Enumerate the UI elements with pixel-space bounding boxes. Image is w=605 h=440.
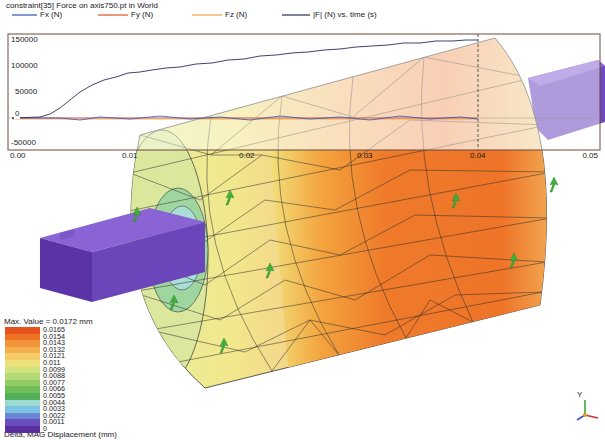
legend-text: Fx (N) bbox=[40, 10, 62, 20]
color-swatch bbox=[5, 400, 40, 407]
color-swatch bbox=[5, 353, 40, 360]
legend-line bbox=[98, 14, 128, 15]
color-swatch bbox=[5, 393, 40, 400]
legend-line bbox=[12, 14, 37, 15]
color-swatch bbox=[5, 386, 40, 393]
time-cursor bbox=[478, 34, 479, 150]
shaft-front bbox=[40, 238, 92, 302]
legend-text: Fz (N) bbox=[225, 10, 247, 20]
legend-value: 0.0055 bbox=[43, 393, 65, 400]
x-tick: 0.01 bbox=[122, 151, 138, 161]
legend-value: 0.0132 bbox=[43, 347, 65, 354]
color-swatch bbox=[5, 347, 40, 354]
x-tick: 0.04 bbox=[470, 151, 486, 161]
max-value-note: Max. Value = 0.0172 mm bbox=[4, 317, 93, 327]
legend-value: 0.011 bbox=[43, 360, 60, 367]
color-swatch bbox=[5, 426, 40, 433]
y-tick: -50000 bbox=[10, 138, 37, 148]
x-tick: 0.02 bbox=[239, 151, 255, 161]
shaft-key bbox=[60, 229, 75, 240]
axis-label: Y bbox=[577, 390, 582, 400]
x-tick: 0.05 bbox=[582, 151, 598, 161]
fy-curve bbox=[12, 118, 478, 119]
legend-value: 0.0121 bbox=[43, 353, 65, 360]
y-tick: 50000 bbox=[14, 87, 38, 97]
chart-backdrop bbox=[8, 34, 600, 150]
legend-value: 0.0022 bbox=[43, 413, 65, 420]
legend-line bbox=[192, 14, 222, 15]
y-tick: 0 bbox=[14, 109, 20, 119]
color-swatch bbox=[5, 327, 40, 334]
color-swatch bbox=[5, 419, 40, 426]
legend-value: 0.0066 bbox=[43, 386, 65, 393]
legend-text: |F| (N) vs. time (s) bbox=[313, 10, 377, 20]
legend-value: 0.0044 bbox=[43, 400, 65, 407]
color-swatch bbox=[5, 380, 40, 387]
legend-value: 0.0011 bbox=[43, 419, 64, 426]
chart-title: constraint[35] Force on axis750.pt in Wo… bbox=[6, 1, 158, 11]
force-magnitude-curve bbox=[12, 40, 478, 118]
color-swatch bbox=[5, 373, 40, 380]
legend-value: 0.0077 bbox=[43, 380, 65, 387]
color-swatch bbox=[5, 360, 40, 367]
color-swatch bbox=[5, 334, 40, 341]
color-swatch bbox=[5, 367, 40, 374]
legend-value: 0.0143 bbox=[43, 340, 65, 347]
color-swatch bbox=[5, 406, 40, 413]
shaft-side bbox=[92, 222, 205, 302]
legend-value: 0.0088 bbox=[43, 373, 65, 380]
chart-frame bbox=[8, 34, 600, 150]
axis-triad bbox=[577, 400, 598, 420]
x-tick: 0.00 bbox=[10, 151, 26, 161]
legend-value: 0.0165 bbox=[43, 327, 65, 334]
y-tick: 100000 bbox=[10, 61, 39, 71]
legend-text: Fy (N) bbox=[131, 10, 153, 20]
color-swatch bbox=[5, 413, 40, 420]
legend-value: 0.0099 bbox=[43, 367, 65, 374]
load-arrows bbox=[133, 177, 558, 353]
fx-curve bbox=[12, 116, 478, 120]
legend-line bbox=[282, 14, 310, 15]
color-swatch bbox=[5, 340, 40, 347]
x-tick: 0.03 bbox=[357, 151, 373, 161]
legend-value: 0 bbox=[43, 426, 47, 433]
stress-zone bbox=[270, 150, 560, 390]
legend-value: 0.0033 bbox=[43, 406, 65, 413]
y-tick: 150000 bbox=[10, 35, 39, 45]
legend-value: 0.0154 bbox=[43, 334, 65, 341]
